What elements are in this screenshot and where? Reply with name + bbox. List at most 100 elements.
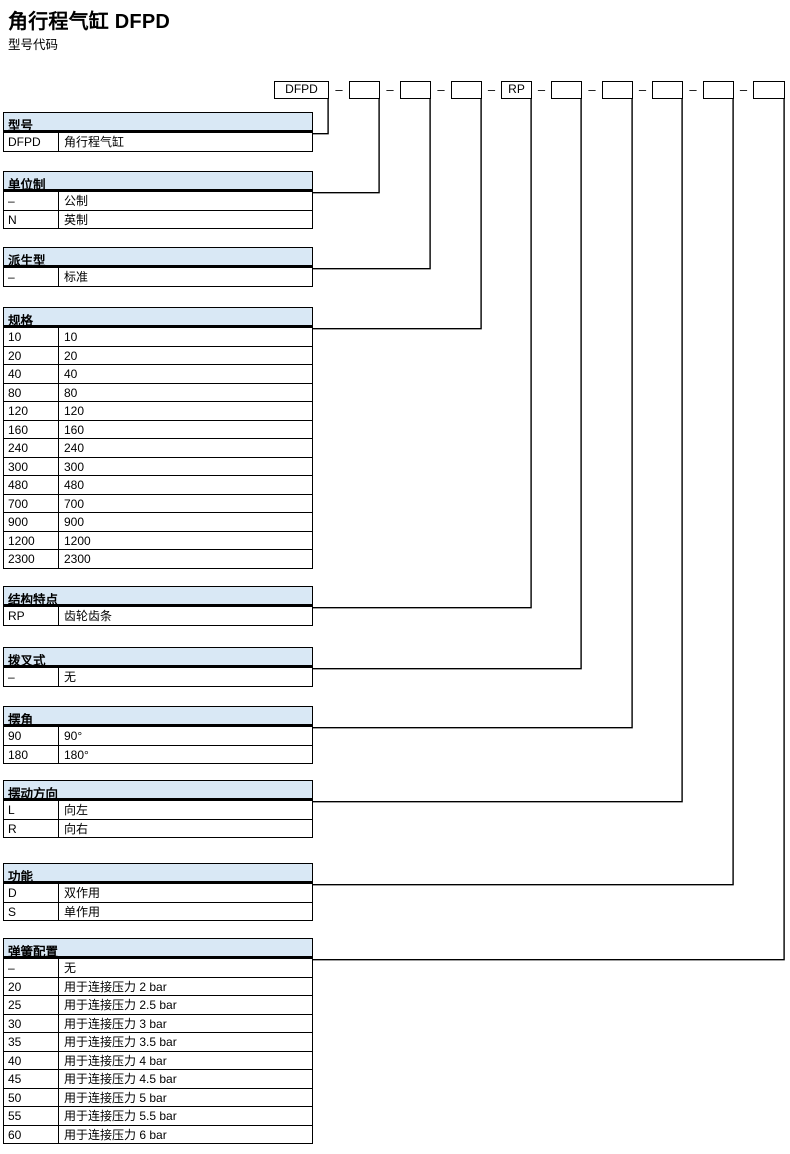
- dash-separator: –: [386, 82, 394, 97]
- description-cell: 用于连接压力 3.5 bar: [64, 1035, 177, 1049]
- code-cell: 240: [4, 439, 59, 457]
- section-title: 摆动方向: [3, 780, 313, 801]
- description-cell: 用于连接压力 2.5 bar: [64, 998, 177, 1012]
- description-cell: 180°: [64, 747, 89, 762]
- table-row: 25 用于连接压力 2.5 bar: [3, 996, 313, 1015]
- code-box-spring-configuration: [753, 81, 785, 99]
- description-cell: 480: [64, 478, 85, 492]
- description-cell: 用于连接压力 2 bar: [64, 979, 167, 994]
- code-cell: 300: [4, 457, 59, 475]
- table-row: –无: [3, 668, 313, 687]
- table-row: 900 900: [3, 513, 313, 532]
- code-cell: 35: [4, 1033, 59, 1051]
- connector-line-variant: [313, 97, 431, 270]
- description-cell: 向左: [64, 803, 89, 817]
- description-cell: 无: [64, 961, 77, 975]
- description-cell: 单作用: [64, 904, 101, 919]
- description-cell: 2300: [64, 552, 91, 566]
- description-cell: 160: [64, 422, 85, 437]
- code-box-variant: [400, 81, 431, 99]
- description-cell: 齿轮齿条: [64, 609, 113, 623]
- code-box-unit-system: [349, 81, 380, 99]
- code-cell: 1200: [4, 531, 59, 549]
- dash-separator: –: [689, 82, 697, 97]
- table-row: 240 240: [3, 439, 313, 458]
- code-cell: RP: [4, 607, 59, 625]
- code-cell: 900: [4, 513, 59, 531]
- code-cell: 40: [4, 365, 59, 383]
- section-title: 型号: [3, 112, 313, 133]
- connector-line-swivel-angle: [313, 97, 633, 729]
- page-title: 角行程气缸 DFPD: [8, 11, 170, 33]
- code-cell: 700: [4, 494, 59, 512]
- code-cell: 120: [4, 402, 59, 420]
- code-cell: 20: [4, 977, 59, 995]
- code-box-fork-style: [551, 81, 582, 99]
- code-cell: 30: [4, 1014, 59, 1032]
- table-row: 30 用于连接压力 3 bar: [3, 1014, 313, 1033]
- code-cell: 180: [4, 745, 59, 763]
- description-cell: 双作用: [64, 886, 101, 900]
- description-cell: 120: [64, 404, 85, 418]
- description-cell: 240: [64, 441, 85, 455]
- section-variant: 派生型–标准: [3, 247, 313, 287]
- code-cell: 10: [4, 328, 59, 346]
- description-cell: 角行程气缸: [64, 135, 125, 149]
- code-box-type: DFPD: [274, 81, 329, 99]
- page-subtitle: 型号代码: [8, 38, 59, 52]
- section-title: 结构特点: [3, 586, 313, 607]
- description-cell: 标准: [64, 270, 89, 284]
- table-row: 2300 2300: [3, 550, 313, 569]
- code-cell: 2300: [4, 550, 59, 568]
- code-cell: R: [4, 819, 59, 837]
- table-row: 180 180°: [3, 745, 313, 764]
- section-title: 功能: [3, 863, 313, 884]
- code-cell: 50: [4, 1088, 59, 1106]
- connector-line-function: [313, 97, 734, 886]
- dash-separator: –: [537, 82, 546, 97]
- description-cell: 20: [64, 348, 78, 363]
- code-cell: –: [4, 668, 59, 686]
- dash-separator: –: [335, 82, 343, 97]
- connector-line-spring-configuration: [313, 97, 785, 961]
- code-cell: N: [4, 210, 59, 228]
- code-cell: 80: [4, 383, 59, 401]
- description-cell: 300: [64, 459, 85, 474]
- table-row: –标准: [3, 268, 313, 287]
- dash-separator: –: [739, 82, 748, 97]
- code-cell: 55: [4, 1107, 59, 1125]
- connector-line-unit-system: [313, 97, 380, 194]
- description-cell: 用于连接压力 3 bar: [64, 1016, 167, 1031]
- table-row: –公制: [3, 192, 313, 211]
- code-cell: 45: [4, 1070, 59, 1088]
- description-cell: 无: [64, 670, 77, 684]
- section-title: 单位制: [3, 171, 313, 192]
- code-box-function: [703, 81, 734, 99]
- connector-line-design: [313, 97, 532, 609]
- section-title: 拨叉式: [3, 647, 313, 668]
- table-row: 20 用于连接压力 2 bar: [3, 977, 313, 996]
- description-cell: 900: [64, 515, 85, 529]
- description-cell: 向右: [64, 821, 89, 836]
- dash-separator: –: [588, 82, 596, 97]
- code-cell: 20: [4, 346, 59, 364]
- code-cell: 25: [4, 996, 59, 1014]
- dash-separator: –: [437, 82, 445, 97]
- table-row: –无: [3, 959, 313, 978]
